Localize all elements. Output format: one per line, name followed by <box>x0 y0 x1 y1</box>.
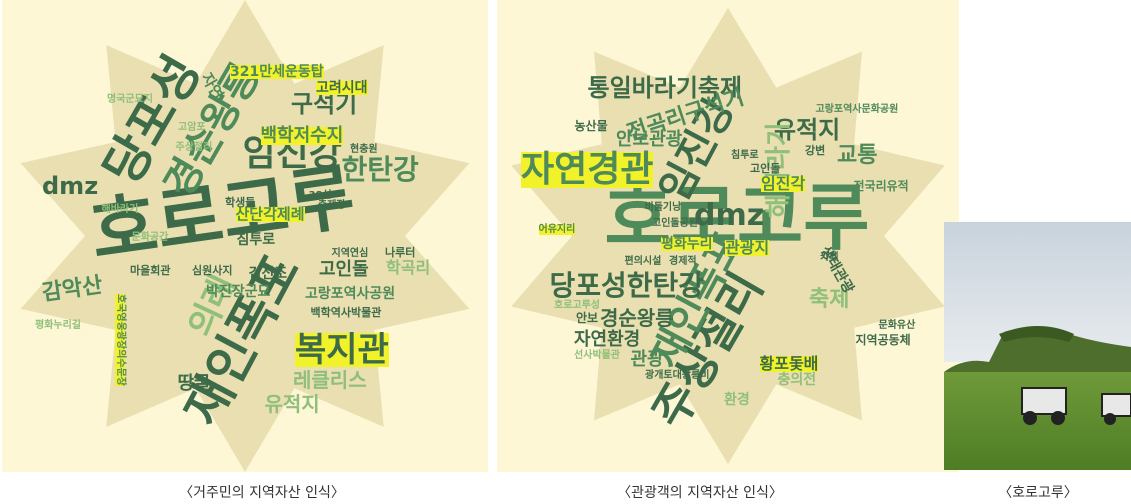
wordcloud-word: 침투로 <box>236 232 276 248</box>
wordcloud-word: 지역연심 <box>331 248 369 259</box>
star-shape-background <box>511 8 945 464</box>
wordcloud-word: 박진장군묘 <box>206 284 271 300</box>
wordcloud-word: dmz <box>694 198 765 233</box>
wordcloud-word: 한탄강 <box>341 153 419 186</box>
wordcloud-word: 산단각제례 <box>235 204 305 223</box>
wordcloud-word: 심원사지 <box>192 263 233 277</box>
wordcloud-word: 땅굴 <box>177 373 211 394</box>
wordcloud-word: 자연환경 <box>574 329 641 350</box>
wordcloud-word: 관광 <box>630 349 664 370</box>
wordcloud-word: 백학저수지 <box>260 125 344 146</box>
wordcloud-word: 광개토대왕릉비 <box>645 370 710 381</box>
wordcloud-word: 축제 <box>809 287 850 312</box>
wordcloud-word: 복지관 <box>295 330 389 370</box>
wordcloud-word: 321만세운동탑 <box>230 64 324 80</box>
wordcloud-word: 문화유산 <box>878 320 916 331</box>
wordcloud-word: 유적지 <box>264 392 320 416</box>
wordcloud-word: 고암포 <box>178 122 206 133</box>
wordcloud-word: 안보 <box>576 311 599 325</box>
caption-photo: 〈호로고루〉 <box>998 485 1078 501</box>
wordcloud-word: 38선 <box>308 190 332 201</box>
wordcloud-word: 황포돛배 <box>759 354 819 373</box>
wordcloud-word: 전국리유적 <box>853 179 909 193</box>
wordcloud-word: 강변 <box>805 143 826 157</box>
wordcloud-word: 편의시설 <box>624 256 662 267</box>
wordcloud-word: 비둘기낭 <box>644 202 682 213</box>
wordcloud-word: 호로고루성 <box>554 300 600 311</box>
wordcloud-word: 지역공동체 <box>855 333 911 347</box>
wordcloud-word: 축제장 <box>318 200 346 211</box>
wordcloud-word: 고인돌 <box>319 259 369 280</box>
wordcloud-word: 경제적 <box>669 256 697 267</box>
wordcloud-word: 구석기 <box>291 90 358 118</box>
wordcloud-word: 환경 <box>724 392 750 408</box>
wordcloud-word: 자연경관 <box>521 149 654 190</box>
wordcloud-word: 고인돌 <box>750 161 781 175</box>
wordcloud-word: 평화누리길 <box>35 320 81 331</box>
wordcloud-word: 현충원 <box>350 144 378 155</box>
wordcloud-word: 호국영웅광장의수문장 <box>115 294 126 386</box>
wordcloud-word: 김신조 <box>248 266 288 282</box>
hologoru-photo <box>944 222 1131 470</box>
wordcloud-word: 관광지 <box>725 238 770 257</box>
wordcloud-word: dmz <box>42 172 99 200</box>
wordcloud-word: 임진각 <box>761 174 806 193</box>
caption-residents: 〈거주민의 지역자산 인식〉 <box>179 485 345 501</box>
wordcloud-word: 농산물 <box>574 119 608 133</box>
wordcloud-word: 고랑포역사공원 <box>305 286 396 302</box>
wordcloud-word: 안보관광 <box>616 129 683 150</box>
wordcloud-word: 고인돌공원 <box>652 218 698 229</box>
wordcloud-word: 레클리스 <box>293 368 367 392</box>
wordcloud-word: 선사박물관 <box>574 350 620 361</box>
wordcloud-word: 당포성한탄강 <box>549 269 705 302</box>
wordcloud-word: 교통 <box>837 143 878 168</box>
wordcloud-word: 고랑포역사문화공원 <box>815 104 899 115</box>
wordcloud-word: 카페 <box>820 252 839 263</box>
wordcloud-word: 침투로 <box>731 150 759 161</box>
wordcloud-word: 충의전 <box>777 372 817 388</box>
wordcloud-word: 나루터 <box>385 245 416 259</box>
wordcloud-word: 유적지 <box>774 116 841 144</box>
wordcloud-word: 평화누리 <box>661 236 713 252</box>
wordcloud-word: 학곡리 <box>386 258 431 277</box>
wordcloud-word: 명국군묘지 <box>107 94 153 105</box>
wordcloud-word: 통일바라기축제 <box>587 74 743 102</box>
wordcloud-word: 주상절리 <box>175 142 213 153</box>
wordcloud-word: 학생들 <box>225 195 256 209</box>
wordcloud-word: 문화공간 <box>131 232 169 243</box>
wordcloud-word: 마을회관 <box>130 263 171 277</box>
wordcloud-word: 어유지리 <box>538 224 576 235</box>
caption-tourists: 〈관광객의 지역자산 인식〉 <box>617 485 783 501</box>
wordcloud-word: 고려시대 <box>316 80 368 96</box>
wordcloud-word: 해바라기 <box>101 204 139 215</box>
wordcloud-word: 경순왕릉 <box>600 306 674 330</box>
wordcloud-word: 백학역사박물관 <box>310 305 382 319</box>
